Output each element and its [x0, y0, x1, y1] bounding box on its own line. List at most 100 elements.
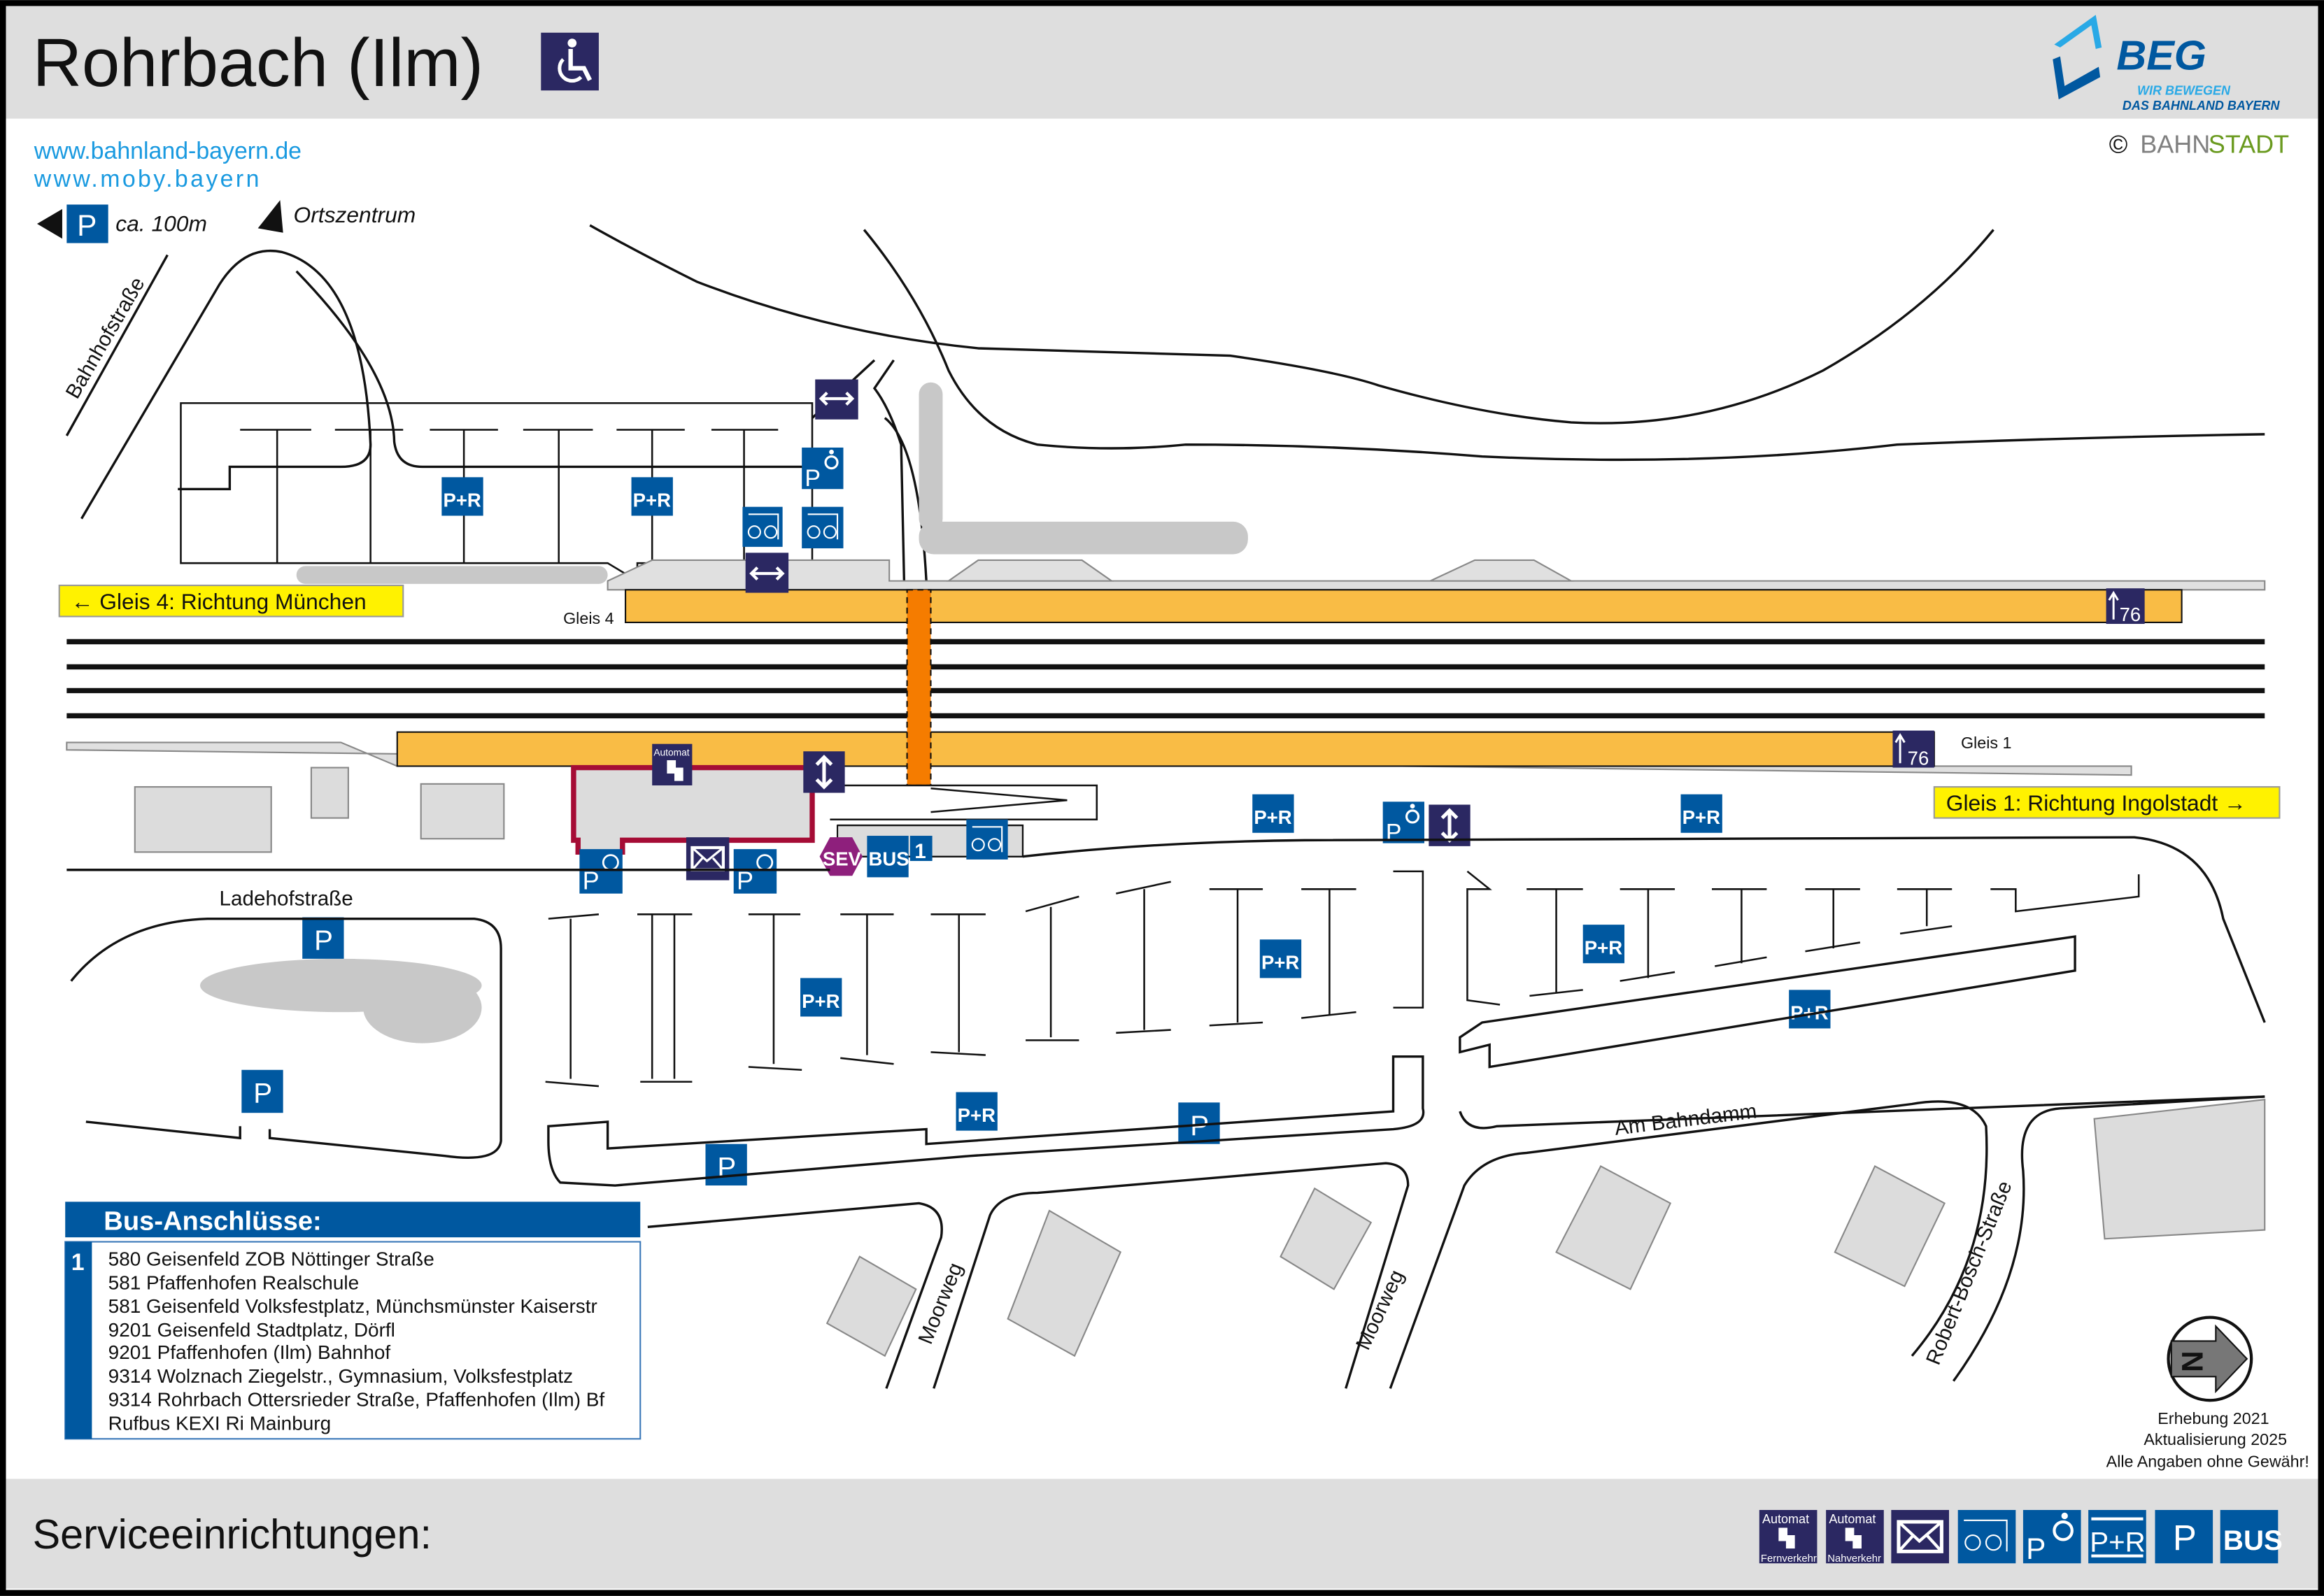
footer-title: Serviceeinrichtungen:: [33, 1511, 432, 1558]
platform-gleis-1: [396, 731, 1935, 767]
svg-text:Gleis 1: Richtung Ingolstadt →: Gleis 1: Richtung Ingolstadt →: [1946, 790, 2246, 815]
svg-text:P+R: P+R: [1682, 806, 1720, 828]
compass-icon: N: [2167, 1316, 2253, 1402]
legend-park-and-ride-icon: P+R: [2088, 1509, 2146, 1564]
bus-line: 581 Pfaffenhofen Realschule: [108, 1271, 360, 1293]
svg-text:P: P: [77, 209, 97, 242]
svg-text:P+R: P+R: [802, 990, 839, 1012]
ticket-machine-icon: Automat: [652, 743, 693, 785]
svg-text:P: P: [2026, 1532, 2046, 1565]
park-and-ride-sign: P+R P+R P+R P+R P+R P+R P+R P+R P+R: [441, 477, 1831, 1131]
platform-gleis-4: [624, 589, 2183, 624]
link-moby-bayern[interactable]: www.moby.bayern: [34, 166, 262, 192]
legend-disabled-parking-icon: P: [2022, 1509, 2081, 1565]
svg-text:BUS: BUS: [869, 848, 909, 869]
legend-bike-parking-icon: [1957, 1509, 2016, 1564]
bus-lines-list: 580 Geisenfeld ZOB Nöttinger Straße 581 …: [108, 1248, 605, 1434]
footnote: Erhebung 2021 Aktualisierung 2025 Alle A…: [2106, 1409, 2309, 1470]
svg-text:P: P: [314, 925, 333, 956]
link-bahnland-bayern[interactable]: www.bahnland-bayern.de: [34, 138, 302, 164]
bike-parking-icon: [802, 506, 844, 549]
arrow-up-icon: [257, 200, 283, 233]
svg-text:P+R: P+R: [443, 490, 481, 511]
short-term-parking-sign: P: [579, 849, 623, 895]
svg-text:P: P: [253, 1077, 272, 1109]
svg-text:76: 76: [1908, 747, 1929, 769]
svg-text:P: P: [1386, 819, 1402, 846]
svg-text:WIR BEWEGEN: WIR BEWEGEN: [2137, 84, 2231, 98]
svg-text:P+R: P+R: [633, 490, 671, 511]
svg-text:Fernverkehr: Fernverkehr: [1761, 1553, 1817, 1565]
svg-text:1: 1: [71, 1249, 85, 1276]
bus-line: 9314 Wolznach Ziegelstr., Gymnasium, Vol…: [108, 1365, 573, 1387]
svg-text:Automat: Automat: [1762, 1512, 1809, 1526]
short-term-parking-sign: P: [733, 849, 777, 895]
underpass: [906, 589, 932, 787]
svg-text:DAS BAHNLAND BAYERN: DAS BAHNLAND BAYERN: [2123, 99, 2281, 113]
svg-text:BUS: BUS: [2223, 1525, 2283, 1556]
header: Rohrbach (Ilm) BEG WIR BEWEGEN DAS BAHNL…: [6, 6, 2318, 158]
bus-line: 9201 Geisenfeld Stadtplatz, Dörfl: [108, 1319, 395, 1341]
svg-text:Automat: Automat: [653, 748, 689, 758]
arrow-left-icon: [36, 208, 62, 239]
bus-line: 9201 Pfaffenhofen (Ilm) Bahnhof: [108, 1341, 391, 1363]
bahnstadt-copyright: © BAHN STADT: [2109, 129, 2289, 158]
bridge-north-1: [946, 559, 1114, 582]
sev-sign: SEV: [819, 837, 863, 876]
svg-text:N: N: [2176, 1351, 2209, 1372]
direction-label-gleis-4: ← Gleis 4: Richtung München: [58, 584, 404, 618]
page-title: Rohrbach (Ilm): [33, 24, 483, 101]
svg-text:Erhebung 2021: Erhebung 2021: [2158, 1409, 2269, 1427]
legend-parking-icon: P: [2155, 1509, 2213, 1564]
svg-text:Alle Angaben ohne Gewähr!: Alle Angaben ohne Gewähr!: [2106, 1453, 2309, 1471]
elevator-horizontal-icon: [745, 553, 789, 593]
svg-text:ca. 100m: ca. 100m: [115, 211, 207, 236]
svg-text:P+R: P+R: [1585, 937, 1622, 959]
roads-north: [65, 224, 2265, 583]
gleis-4-label: Gleis 4: [563, 609, 614, 627]
parking-direction: P ca. 100m: [36, 204, 207, 243]
bus-connections-panel: Bus-Anschlüsse: 1 580 Geisenfeld ZOB Nöt…: [64, 1202, 642, 1440]
buildings: [134, 767, 2266, 1358]
mail-icon: [686, 837, 730, 881]
svg-text:BEG: BEG: [2116, 32, 2206, 79]
bus-line: 581 Geisenfeld Volksfestplatz, Münchsmün…: [108, 1295, 597, 1317]
parking-south-rows: [545, 870, 2140, 1088]
svg-text:BAHN: BAHN: [2140, 129, 2210, 158]
svg-text:P+R: P+R: [958, 1104, 996, 1126]
svg-text:← Gleis 4: Richtung München: ← Gleis 4: Richtung München: [71, 589, 367, 614]
svg-text:P: P: [717, 1151, 736, 1183]
bus-line: 580 Geisenfeld ZOB Nöttinger Straße: [108, 1248, 434, 1269]
wheelchair-icon: [541, 32, 599, 91]
legend-bus-icon: BUS: [2220, 1509, 2283, 1564]
footer: Serviceeinrichtungen: AutomatFernverkehr…: [6, 1479, 2318, 1589]
svg-text:1: 1: [914, 840, 926, 863]
elevator-vertical-icon: [803, 751, 845, 793]
svg-text:STADT: STADT: [2209, 129, 2289, 158]
svg-text:P+R: P+R: [1254, 806, 1291, 828]
svg-text:Aktualisierung 2025: Aktualisierung 2025: [2144, 1430, 2287, 1448]
elevator-horizontal-icon: [815, 379, 858, 420]
svg-text:P: P: [805, 465, 821, 492]
svg-text:Ortszentrum: Ortszentrum: [293, 202, 416, 227]
svg-text:©: ©: [2109, 129, 2128, 158]
trees: [200, 382, 1248, 1043]
bus-line: Rufbus KEXI Ri Mainburg: [108, 1413, 332, 1434]
svg-text:SEV: SEV: [823, 848, 862, 869]
svg-text:P+R: P+R: [1261, 952, 1299, 974]
platform-length-sign-gleis-4: 76: [2106, 588, 2145, 625]
tracks: [66, 639, 2265, 719]
bike-parking-icon: [742, 506, 783, 547]
svg-text:P+R: P+R: [2090, 1526, 2145, 1558]
town-centre-direction: Ortszentrum: [257, 200, 416, 233]
legend-mail-icon: [1891, 1509, 1949, 1564]
svg-text:76: 76: [2120, 604, 2141, 625]
street-ladehofstrasse: Ladehofstraße: [220, 888, 353, 911]
beg-logo: BEG WIR BEWEGEN DAS BAHNLAND BAYERN: [2053, 15, 2281, 113]
disabled-parking-sign: P: [802, 447, 844, 492]
bike-parking-icon: [966, 819, 1008, 860]
